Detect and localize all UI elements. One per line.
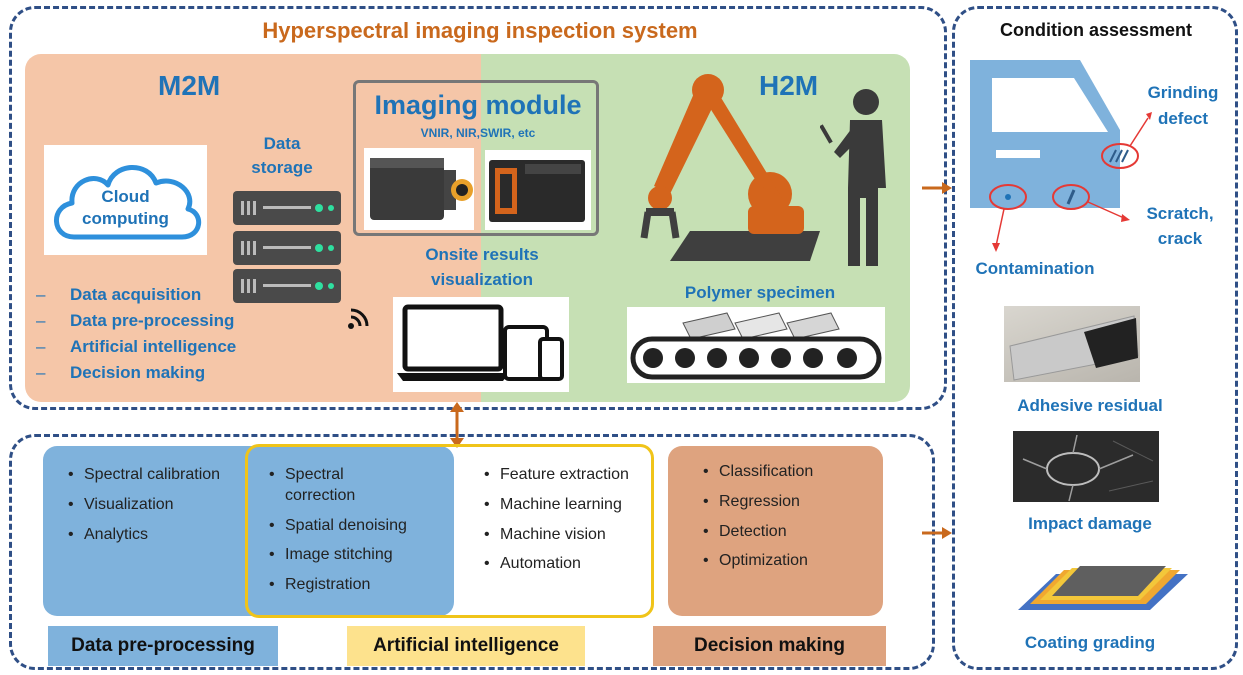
polymer-specimen-label: Polymer specimen [684,283,836,302]
list-item: Visualization [68,495,249,516]
imaging-module-box [353,80,599,236]
devices-image [393,297,569,392]
wifi-icon [345,302,375,337]
onsite-label-line1: Onsite results [425,245,539,264]
cloud-computing-card: Cloud computing [44,145,207,255]
list-item: Registration [269,575,465,596]
onsite-label-line2: visualization [430,270,534,289]
imaging-module-title: Imaging module [374,90,582,120]
list-item: Feature extraction [484,465,675,486]
list-item: Detection [703,522,899,543]
condition-assessment-frame [952,6,1238,670]
data-storage-label-line2: storage [251,158,313,177]
cloud-label-line1: Cloud [101,187,150,206]
door-panel-diagram [970,60,1230,265]
adhesive-residual-label: Adhesive residual [1017,396,1163,415]
coating-grading-label: Coating grading [1024,633,1156,652]
list-item: Analytics [68,525,249,546]
ai-list: Feature extraction Machine learning Mach… [478,465,675,584]
list-item: Spatial denoising [269,516,465,537]
pre-processing-list: Spectral calibration Visualization Analy… [62,465,249,554]
robot-arm-icon [630,66,840,271]
decision-list: Classification Regression Detection Opti… [697,462,899,581]
scratch-crack-line2: crack [1157,229,1203,248]
list-item: Automation [484,554,675,575]
arrow-right-top [922,180,952,201]
contamination-label: Contamination [975,259,1095,278]
list-item: Machine learning [484,495,675,516]
cloud-icon [54,165,201,240]
imaging-module-subtitle: VNIR, NIR,SWIR, etc [420,126,536,140]
grinding-defect-line1: Grinding [1147,83,1219,102]
decision-label: Decision making [653,626,886,666]
condition-title: Condition assessment [999,20,1193,40]
list-item: Machine vision [484,525,675,546]
list-item: Image stitching [269,545,465,566]
inspection-system-frame [9,6,947,410]
m2m-steps-list: Data acquisition Data pre-processing Art… [36,282,236,386]
adhesive-residual-image [1004,306,1140,382]
ai-label: Artificial intelligence [347,626,585,666]
list-item: Spectral correction [269,465,405,507]
coating-layers-icon [1016,560,1192,623]
overlap-list: Spectral correction Spatial denoising Im… [263,465,465,605]
pre-processing-label: Data pre-processing [48,626,278,666]
h2m-title: H2M [759,70,819,101]
arrow-right-bottom [922,525,952,546]
system-title: Hyperspectral imaging inspection system [262,18,698,43]
conveyor-image [627,307,885,383]
list-item: Optimization [703,551,899,572]
data-storage-label-line1: Data [263,134,301,153]
step-item: Data acquisition [36,282,236,308]
server-icon [231,189,343,310]
vnir-camera-image [364,148,474,230]
cloud-label-line2: computing [82,209,169,228]
impact-damage-label: Impact damage [1028,514,1152,533]
step-item: Artificial intelligence [36,334,236,360]
swir-camera-image [485,150,591,230]
processing-frame [9,434,935,670]
step-item: Data pre-processing [36,308,236,334]
scratch-crack-line1: Scratch, [1146,204,1214,223]
list-item: Classification [703,462,899,483]
grinding-defect-line2: defect [1157,109,1209,128]
m2m-title: M2M [158,70,221,101]
step-item: Decision making [36,360,236,386]
impact-damage-image [1013,431,1159,502]
list-item: Spectral calibration [68,465,249,486]
operator-person-icon [819,88,900,273]
list-item: Regression [703,492,899,513]
